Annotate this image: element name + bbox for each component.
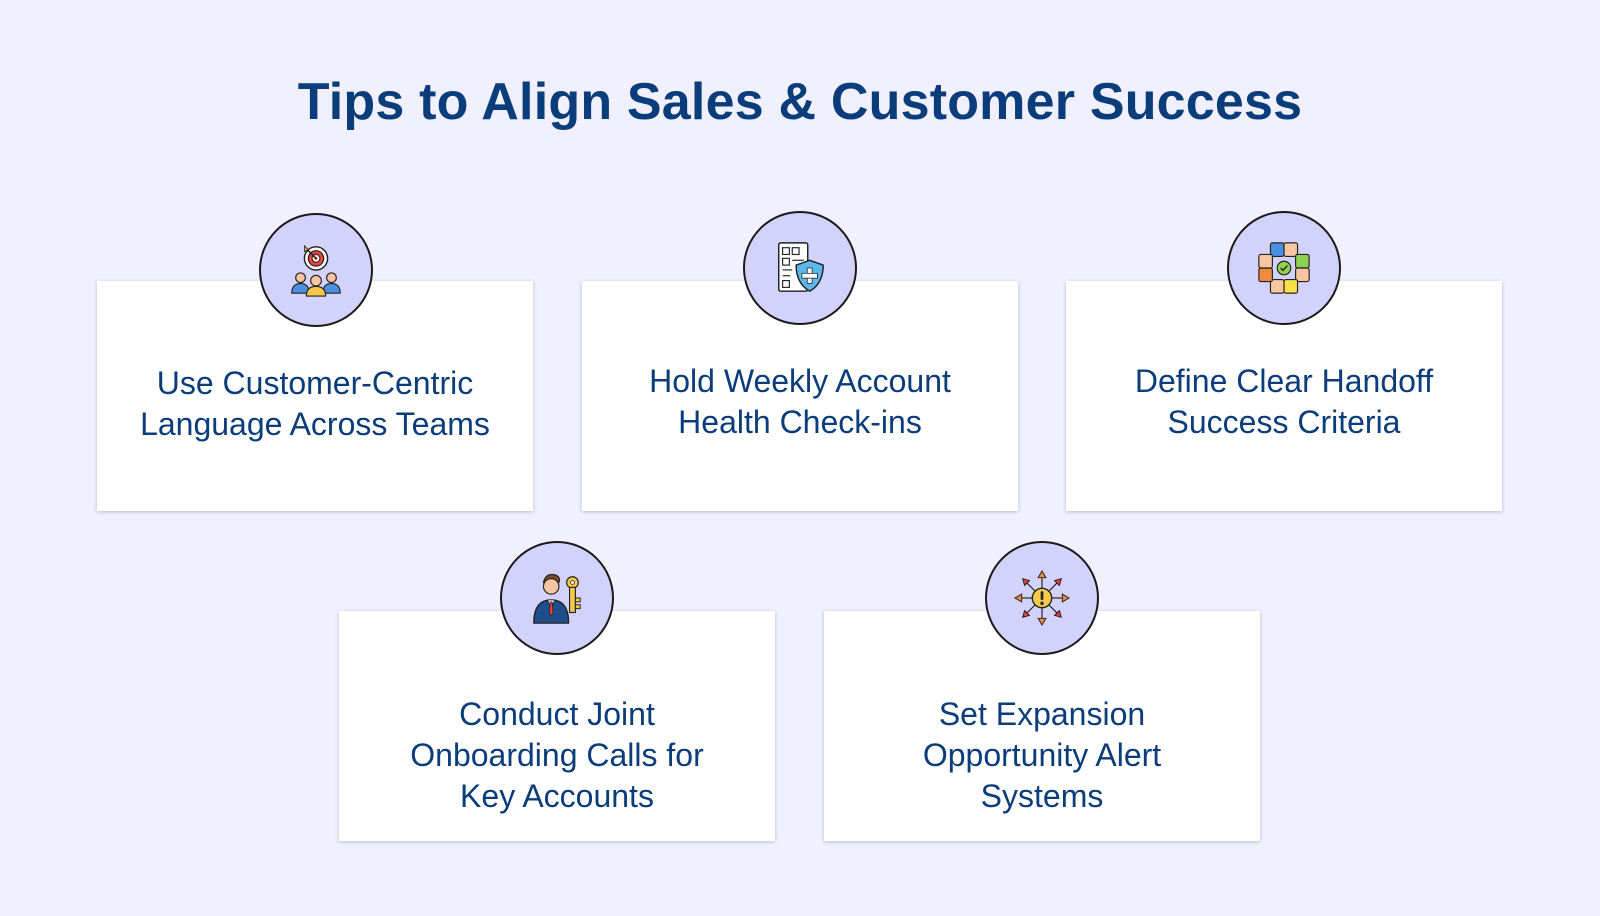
tip-text: Set Expansion Opportunity Alert Systems [922, 696, 1162, 814]
joined-hands-icon [1258, 242, 1310, 294]
tip-text: Define Clear Handoff Success Criteria [1134, 363, 1434, 440]
tip-text: Conduct Joint Onboarding Calls for Key A… [410, 696, 704, 814]
tip-text: Use Customer-Centric Language Across Tea… [140, 365, 490, 442]
tip-badge [985, 541, 1099, 655]
tip-card-handoff-criteria: Define Clear Handoff Success Criteria [1066, 281, 1502, 511]
tip-card-expansion-alerts: Set Expansion Opportunity Alert Systems [824, 611, 1260, 841]
businessman-key-icon [533, 573, 581, 624]
tip-text: Hold Weekly Account Health Check-ins [649, 363, 951, 440]
tip-badge [500, 541, 614, 655]
tip-badge [259, 213, 373, 327]
alert-expansion-icon [1013, 569, 1071, 627]
tip-badge [743, 211, 857, 325]
page-title: Tips to Align Sales & Customer Success [297, 73, 1303, 131]
health-report-shield-icon [778, 242, 824, 293]
team-target-icon [291, 244, 341, 297]
tip-badge [1227, 211, 1341, 325]
